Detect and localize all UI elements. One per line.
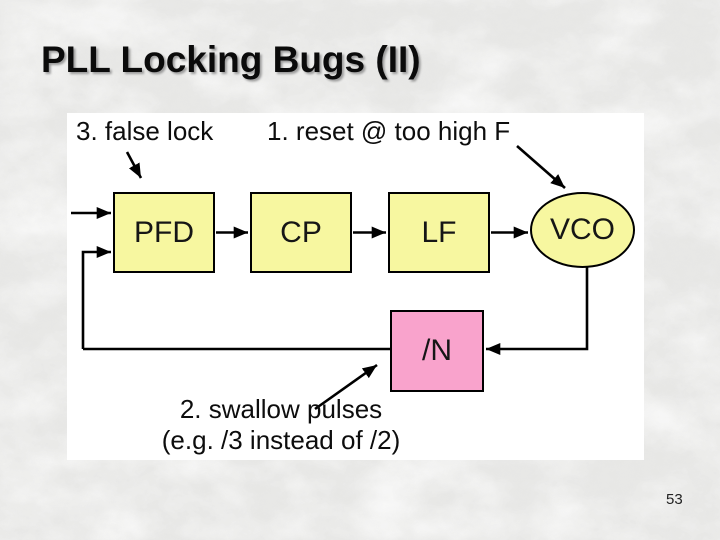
block-lf-label: LF	[421, 215, 457, 249]
arrow-false-lock	[125, 151, 143, 179]
block-divide-by-n: /N	[390, 310, 484, 392]
wire-feedback-to-pfd	[81, 245, 111, 349]
block-pfd-label: PFD	[134, 215, 194, 249]
arrow-reset-too-high-f	[516, 145, 566, 189]
block-cp-label: CP	[280, 215, 322, 249]
block-vco: VCO	[530, 192, 635, 268]
block-lf: LF	[388, 192, 490, 273]
slide-title: PLL Locking Bugs (II)	[41, 39, 421, 80]
annotation-reset-too-high-f: 1. reset @ too high F	[267, 116, 511, 146]
block-cp: CP	[250, 192, 352, 273]
block-divide-by-n-label: /N	[422, 334, 452, 367]
signal-wires	[71, 145, 589, 411]
annotation-swallow-line2: (e.g. /3 instead of /2)	[161, 424, 401, 455]
page-number: 53	[666, 491, 683, 508]
block-vco-label: VCO	[549, 213, 615, 246]
annotation-swallow-pulses: 2. swallow pulses (e.g. /3 instead of /2…	[131, 394, 431, 455]
block-pfd: PFD	[113, 192, 215, 273]
annotation-false-lock: 3. false lock	[76, 116, 214, 146]
arrow-swallow-pulses	[314, 363, 378, 411]
annotation-swallow-line1: 2. swallow pulses	[179, 394, 383, 424]
wire-vco-to-divider	[486, 267, 589, 356]
diagram-panel: PFD CP LF VCO /N 3. false lock 1. reset …	[67, 113, 644, 460]
